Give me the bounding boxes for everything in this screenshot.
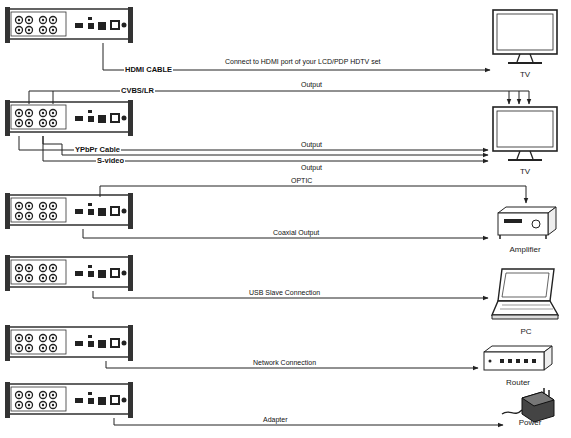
- device-label: Power: [500, 418, 560, 428]
- device-label: TV: [490, 70, 560, 80]
- cable-label: OPTIC: [290, 176, 313, 185]
- cable-label: Output: [300, 140, 323, 149]
- device-label: Amplifier: [490, 245, 560, 255]
- cable-label: S-video: [96, 156, 125, 165]
- cable-label: CVBS/LR: [120, 86, 155, 95]
- device-label: TV: [490, 167, 560, 177]
- device-icon: [478, 342, 558, 378]
- cable-label: YPbPr Cable: [74, 145, 121, 154]
- device-icon-node: PC: [488, 265, 564, 337]
- cable-label: Output: [300, 80, 323, 89]
- device-icon-node: TV: [490, 8, 560, 80]
- device-icon: [490, 105, 560, 167]
- device-icon-node: TV: [490, 105, 560, 177]
- device-label: Router: [478, 378, 558, 388]
- cable-label: HDMI CABLE: [124, 65, 173, 74]
- device-label: PC: [488, 327, 564, 337]
- device-icon: [488, 265, 564, 327]
- device-icon: [490, 8, 560, 70]
- device-icon-node: Power: [500, 384, 560, 428]
- cable-label: Connect to HDMI port of your LCD/PDP HDT…: [224, 57, 381, 66]
- device-icon-node: Amplifier: [490, 203, 560, 255]
- cable-label: Adapter: [262, 415, 289, 424]
- device-icon: [490, 203, 560, 245]
- cable-label: Network Connection: [252, 358, 317, 367]
- cable-label: Coaxial Output: [272, 228, 320, 237]
- cable-label: USB Slave Connection: [248, 288, 321, 297]
- device-icon-node: Router: [478, 342, 558, 388]
- cable-label: Output: [300, 163, 323, 172]
